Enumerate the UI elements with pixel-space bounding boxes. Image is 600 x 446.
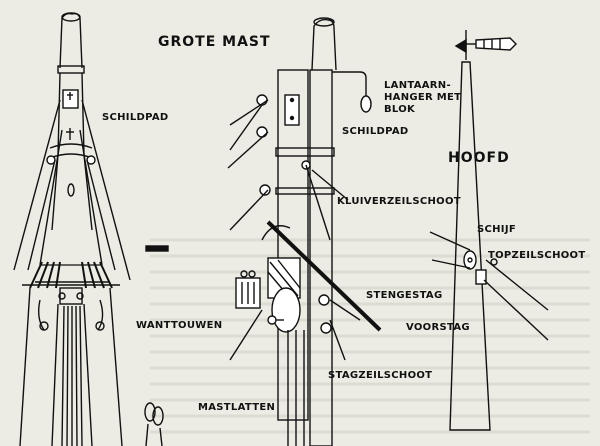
lantaarnhanger-label: LANTAARN- HANGER MET BLOK [384,80,461,116]
hoofd-title: HOOFD [448,150,510,166]
kluiverzeilschoot-label: KLUIVERZEILSCHOOT [337,196,461,207]
lantaarnhanger-line-2: HANGER MET [384,92,462,103]
right-mast-top [429,30,549,431]
schildpad-center-label: SCHILDPAD [342,126,409,137]
voorstag-label: VOORSTAG [406,322,470,333]
grote-mast-title: GROTE MAST [158,34,271,50]
schijf-label: SCHIJF [477,224,516,235]
topzeilschoot-label: TOPZEILSCHOOT [488,250,586,261]
stengestag-label: STENGESTAG [366,290,443,301]
lantaarnhanger-line-3: BLOK [384,104,416,115]
wanttouwen-label: WANTTOUWEN [136,320,223,331]
lantaarnhanger-line-1: LANTAARN- [384,80,451,91]
stagzeilschoot-label: STAGZEILSCHOOT [328,370,433,381]
center-mast [227,17,382,446]
left-mast [13,12,169,446]
mastlatten-label: MASTLATTEN [198,402,276,413]
schildpad-left-label: SCHILDPAD [102,112,169,123]
